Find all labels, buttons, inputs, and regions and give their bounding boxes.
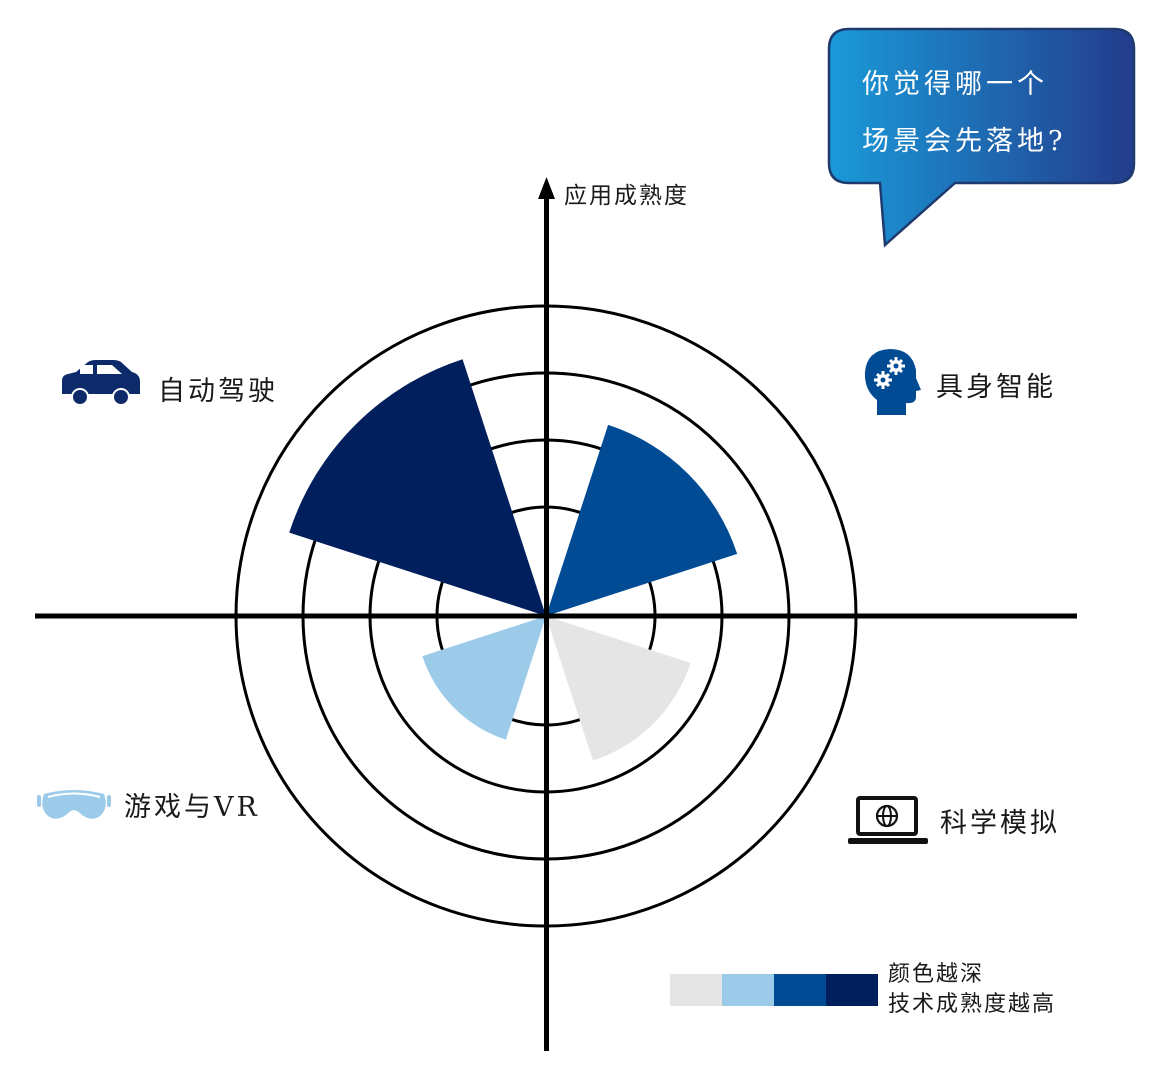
wedge-upper-right xyxy=(546,424,738,616)
scenario-label-embodied-ai: 具身智能 xyxy=(936,372,1056,403)
bubble-question-line-1: 你觉得哪一个 xyxy=(862,69,1048,100)
legend-swatch-level-1 xyxy=(670,974,722,1006)
y-axis-arrow-icon xyxy=(538,177,555,199)
legend-color-bar xyxy=(670,974,878,1006)
laptop-globe-icon xyxy=(848,796,928,844)
legend-swatch-level-2 xyxy=(722,974,774,1006)
legend-swatch-level-4 xyxy=(826,974,878,1006)
wedge-lower-left xyxy=(422,616,546,740)
scenario-label-scientific-simulation: 科学模拟 xyxy=(940,808,1060,839)
scenario-label-autonomous-driving: 自动驾驶 xyxy=(158,376,278,407)
y-axis-label: 应用成熟度 xyxy=(564,183,689,209)
legend-caption-line-2: 技术成熟度越高 xyxy=(888,992,1057,1017)
scenario-label-gaming-vr: 游戏与VR xyxy=(124,792,260,823)
car-icon xyxy=(62,360,140,406)
wedge-upper-left xyxy=(289,359,546,616)
head-gears-icon xyxy=(864,349,921,415)
legend-caption-line-1: 颜色越深 xyxy=(888,962,985,987)
speech-bubble xyxy=(827,27,1136,248)
wedge-layer xyxy=(289,359,738,761)
wedge-lower-right xyxy=(546,616,691,761)
legend-swatch-level-3 xyxy=(774,974,826,1006)
bubble-question-line-2: 场景会先落地? xyxy=(862,126,1067,157)
vr-goggles-icon xyxy=(37,790,111,819)
